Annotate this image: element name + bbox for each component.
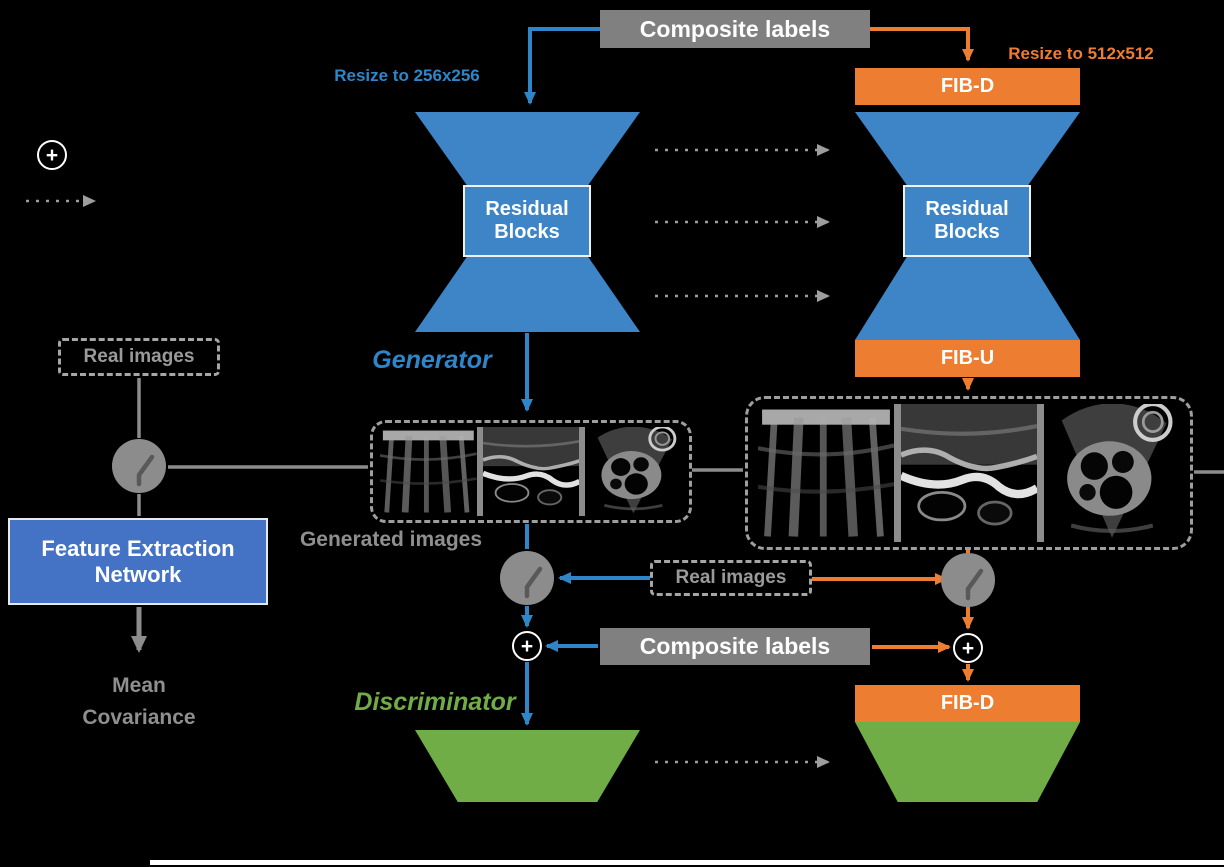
- generator-label: Generator: [372, 346, 492, 374]
- generated-images-strip: [380, 427, 682, 516]
- real-images-box-left: Real images: [58, 338, 220, 376]
- feature-extraction-network-box: Feature Extraction Network: [8, 518, 268, 605]
- resize-512-label: Resize to 512x512: [1008, 44, 1154, 63]
- ultrasound-generated-1: [380, 427, 477, 516]
- ultrasound-512-2: [901, 404, 1037, 542]
- generator-decoder-left: [415, 257, 640, 332]
- ultrasound-generated-2: [483, 427, 580, 516]
- fib-d-top-box: FIB-D: [855, 68, 1080, 105]
- composite-labels-top: Composite labels: [600, 10, 870, 48]
- switch-icon-left: [112, 439, 166, 493]
- discriminator-right: [855, 722, 1080, 802]
- mean-covariance-label: Mean Covariance: [82, 674, 196, 729]
- cropped-caption-line: [150, 860, 1224, 865]
- image-separator: [894, 404, 901, 542]
- switch-icon-middle: [500, 551, 554, 605]
- generated-images-strip-512: [758, 404, 1180, 542]
- resize-256-label: Resize to 256x256: [334, 66, 480, 85]
- ultrasound-512-1: [758, 404, 894, 542]
- switch-icon-right: [941, 553, 995, 607]
- ultrasound-512-3: [1044, 404, 1180, 542]
- fib-u-box: FIB-U: [855, 340, 1080, 377]
- plus-operator-legend-icon: +: [37, 140, 67, 170]
- plus-operator-icon-right: +: [953, 633, 983, 663]
- residual-blocks-left: Residual Blocks: [463, 185, 591, 257]
- image-separator: [476, 427, 483, 516]
- generated-images-label: Generated images: [299, 528, 483, 551]
- ultrasound-generated-3: [585, 427, 682, 516]
- fib-d-bottom-box: FIB-D: [855, 685, 1080, 722]
- generator-encoder-right: [855, 112, 1080, 185]
- plus-operator-icon-left: +: [512, 631, 542, 661]
- composite-labels-bottom: Composite labels: [600, 628, 870, 665]
- image-separator: [579, 427, 586, 516]
- generator-encoder-left: [415, 112, 640, 185]
- generator-decoder-right: [855, 257, 1080, 340]
- discriminator-left: [415, 730, 640, 802]
- residual-blocks-right: Residual Blocks: [903, 185, 1031, 257]
- image-separator: [1037, 404, 1044, 542]
- discriminator-label: Discriminator: [354, 688, 516, 716]
- real-images-box-middle: Real images: [650, 560, 812, 596]
